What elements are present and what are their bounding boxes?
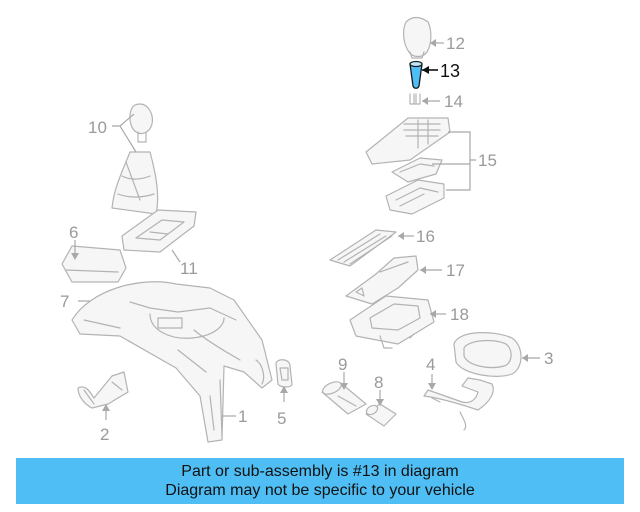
callout-13: 13 [440,61,460,81]
callout-2: 2 [100,425,109,444]
callout-11: 11 [180,259,198,278]
part-13-highlighted[interactable] [409,60,423,89]
part-15-indicator-assembly[interactable] [365,117,451,215]
part-5-clip[interactable] [275,359,293,388]
callout-3: 3 [544,349,553,368]
part-17-cover[interactable] [345,255,419,305]
callout-16: 16 [416,227,435,246]
callout-15: 15 [478,151,497,170]
banner-line-2: Diagram may not be specific to your vehi… [165,482,475,499]
part-3-ring[interactable] [453,332,522,377]
callout-1: 1 [238,407,247,426]
part-1-center-console[interactable] [71,281,273,443]
callout-5: 5 [277,409,286,428]
part-14-clip[interactable] [409,93,421,105]
part-6-lid[interactable] [61,245,127,283]
part-8-socket[interactable] [365,403,397,427]
callout-17: 17 [446,261,465,280]
part-16-mat[interactable] [329,229,397,267]
callout-9: 9 [338,355,347,374]
callout-14: 14 [444,92,463,111]
part-9-lighter[interactable] [321,379,367,415]
callout-18: 18 [450,305,469,324]
callout-7: 7 [60,292,69,311]
callout-6: 6 [69,223,78,242]
callout-4: 4 [426,355,435,374]
parts-diagram: 12 13 14 15 10 11 [60,16,553,444]
part-10-knob-boot[interactable] [111,103,159,215]
part-2-bracket[interactable] [77,371,129,409]
part-4-handle[interactable] [423,377,494,431]
callout-10: 10 [88,118,107,137]
banner-line-1: Part or sub-assembly is #13 in diagram [181,463,459,480]
info-banner: Part or sub-assembly is #13 in diagram D… [16,458,624,504]
part-12-shift-knob[interactable] [403,16,432,59]
callout-12: 12 [446,34,465,53]
part-11-trim-plate[interactable] [121,209,197,253]
callout-8: 8 [374,373,383,392]
part-18-base-frame[interactable] [349,295,435,349]
